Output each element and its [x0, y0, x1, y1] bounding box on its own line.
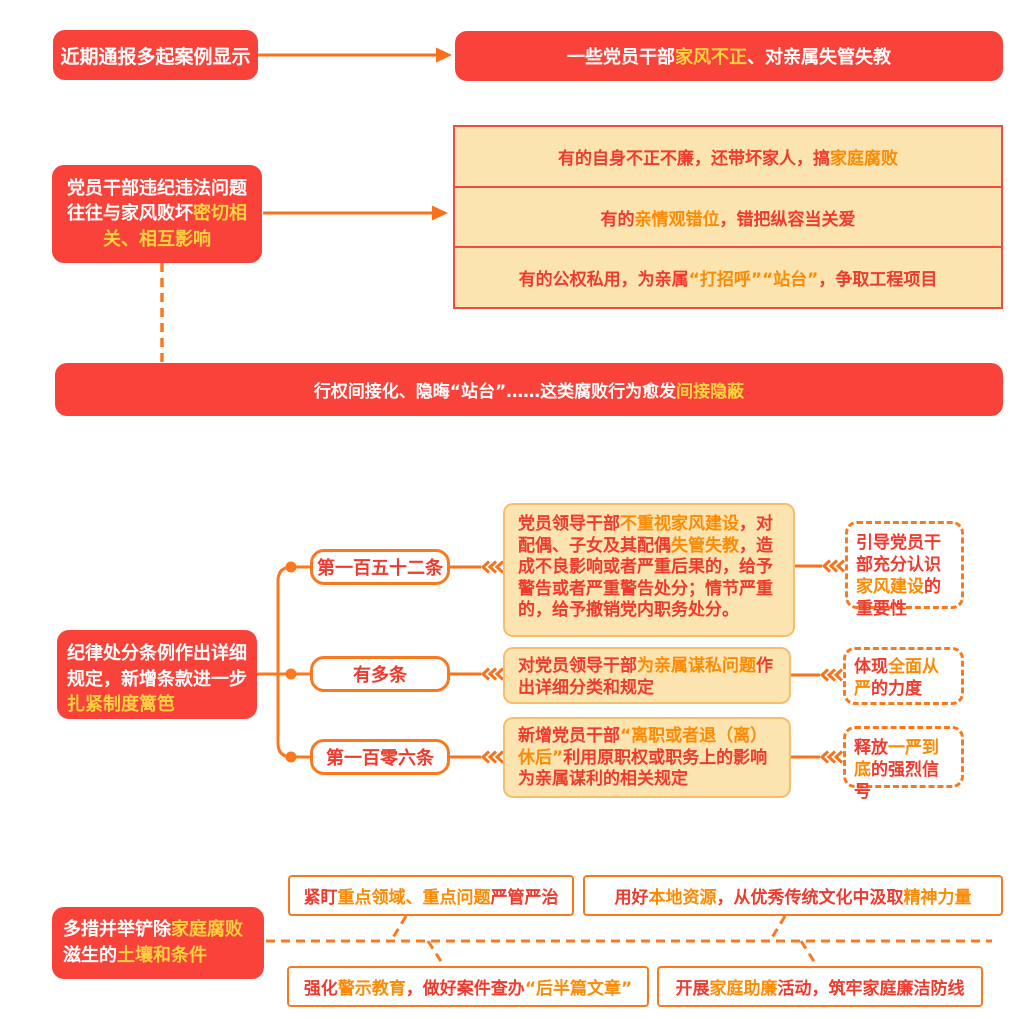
branch-bracket [257, 561, 310, 763]
measure-box-3: 强化警示教育，做好案件查办“后半篇文章” [287, 966, 649, 1007]
multiple-articles-effect-text: 体现全面从严的力度 [854, 657, 939, 699]
case-row-2-text: 有的亲情观错位，错把纵容当关爱 [600, 209, 856, 230]
arrow-right-cause [263, 205, 448, 221]
case-row-2: 有的亲情观错位，错把纵容当关爱 [455, 188, 1001, 249]
case-row-1-text: 有的自身不正不廉，还带坏家人，搞家庭腐败 [558, 148, 898, 169]
case-row-1: 有的自身不正不廉，还带坏家人，搞家庭腐败 [455, 127, 1001, 188]
article-106-box: 第一百零六条 [310, 739, 450, 775]
measure-box-4: 开展家庭助廉活动，筑牢家庭廉洁防线 [657, 966, 983, 1007]
article-106-content-text: 新增党员干部“离职或者退（离）休后”利用原职权或职务上的影响为亲属谋利的相关规定 [518, 726, 768, 789]
case-row-3-text: 有的公权私用，为亲属“打招呼”“站台”，争取工程项目 [518, 270, 938, 291]
banner-text: 行权间接化、隐晦“站台”……这类腐败行为愈发间接隐蔽 [313, 382, 745, 402]
chevron-connector-row3-left [450, 750, 505, 764]
measure-3-text: 强化警示教育，做好案件查办“后半篇文章” [303, 979, 633, 999]
measure-box-1: 紧盯重点领域、重点问题严管严治 [288, 875, 574, 916]
article-152-box: 第一百五十二条 [310, 549, 450, 585]
cause-box: 党员干部违纪违法问题往往与家风败坏密切相关、相互影响 [52, 165, 262, 263]
cases-table: 有的自身不正不廉，还带坏家人，搞家庭腐败 有的亲情观错位，错把纵容当关爱 有的公… [453, 125, 1003, 309]
arrow-right-top [258, 47, 452, 63]
article-106-content-box: 新增党员干部“离职或者退（离）休后”利用原职权或职务上的影响为亲属谋利的相关规定 [503, 717, 791, 798]
cause-text: 党员干部违纪违法问题往往与家风败坏密切相关、相互影响 [67, 177, 247, 250]
case-conclusion-box: 一些党员干部家风不正、对亲属失管失教 [455, 31, 1003, 81]
case-source-box: 近期通报多起案例显示 [53, 30, 258, 80]
banner-box: 行权间接化、隐晦“站台”……这类腐败行为愈发间接隐蔽 [55, 363, 1003, 416]
measure-4-text: 开展家庭助廉活动，筑牢家庭廉洁防线 [675, 979, 965, 999]
article-106-effect-text: 释放一严到底的强烈信号 [854, 738, 939, 802]
measures-intro-box: 多措并举铲除家庭腐败滋生的土壤和条件 [52, 907, 264, 979]
article-106-effect-box: 释放一严到底的强烈信号 [843, 726, 964, 802]
multiple-articles-box: 有多条 [310, 656, 450, 692]
chevron-connector-row3-right [791, 750, 844, 764]
case-source-text: 近期通报多起案例显示 [60, 45, 251, 68]
chevron-connector-row2-left [450, 667, 505, 681]
article-152-content-box: 党员领导干部不重视家风建设，对配偶、子女及其配偶失管失教，造成不良影响或者严重后… [503, 503, 795, 637]
multiple-articles-label: 有多条 [353, 665, 407, 686]
branch-dot-3 [285, 751, 297, 763]
branch-dot-1 [285, 561, 297, 573]
article-152-effect-box: 引导党员干部充分认识家风建设的重要性 [845, 521, 964, 619]
case-conclusion-text: 一些党员干部家风不正、对亲属失管失教 [567, 47, 891, 68]
branch-dot-2 [285, 668, 297, 680]
chevron-connector-row1-left [450, 560, 505, 574]
article-106-label: 第一百零六条 [326, 748, 434, 769]
multiple-articles-content-box: 对党员领导干部为亲属谋私问题作出详细分类和规定 [503, 647, 791, 704]
measures-dashed-connectors [266, 915, 992, 967]
multiple-articles-effect-box: 体现全面从严的力度 [843, 647, 964, 705]
regulation-intro-text: 纪律处分条例作出详细规定，新增条款进一步扎紧制度篱笆 [67, 643, 247, 716]
case-row-3: 有的公权私用，为亲属“打招呼”“站台”，争取工程项目 [455, 248, 1001, 307]
article-152-effect-text: 引导党员干部充分认识家风建设的重要性 [856, 533, 941, 619]
article-152-content-text: 党员领导干部不重视家风建设，对配偶、子女及其配偶失管失教，造成不良影响或者严重后… [518, 514, 773, 620]
chevron-connector-row1-right [795, 559, 846, 573]
measure-2-text: 用好本地资源，从优秀传统文化中汲取精神力量 [614, 888, 972, 908]
multiple-articles-content-text: 对党员领导干部为亲属谋私问题作出详细分类和规定 [518, 656, 773, 698]
regulation-intro-box: 纪律处分条例作出详细规定，新增条款进一步扎紧制度篱笆 [57, 630, 257, 719]
chevron-connector-row2-right [791, 668, 844, 682]
measure-1-text: 紧盯重点领域、重点问题严管严治 [303, 888, 559, 908]
measures-intro-text: 多措并举铲除家庭腐败滋生的土壤和条件 [63, 919, 243, 966]
article-152-label: 第一百五十二条 [317, 558, 443, 579]
measure-box-2: 用好本地资源，从优秀传统文化中汲取精神力量 [583, 875, 1003, 916]
